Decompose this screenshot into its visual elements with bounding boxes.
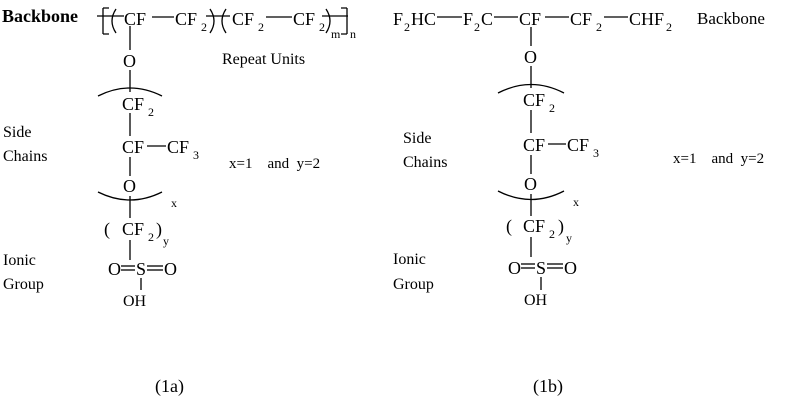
ether-o-1a: O xyxy=(123,51,136,71)
f2c-c: C xyxy=(481,9,493,29)
xy-text-1b: x=1 and y=2 xyxy=(673,151,764,167)
sulfonyl-o-right-1a: O xyxy=(164,259,177,279)
paren-right-2 xyxy=(325,8,331,34)
ether-o-1b: O xyxy=(524,47,537,67)
subscript-x-1b: x xyxy=(573,195,579,209)
ionic-label-1a: Ionic xyxy=(3,252,36,269)
chains-label-1a: Chains xyxy=(3,148,47,165)
backbone-label-1b: Backbone xyxy=(697,9,765,28)
sulfur-1b: S xyxy=(536,258,546,278)
paren-left-1 xyxy=(111,8,117,34)
f2c-sub: 2 xyxy=(474,20,480,34)
terminal-f-left-sub: 2 xyxy=(404,20,410,34)
outer-bracket-left xyxy=(102,7,109,35)
terminal-hc-left: HC xyxy=(411,9,436,29)
terminal-f-left: F xyxy=(393,9,403,29)
sidechain-cf2-1a: CF xyxy=(122,94,144,114)
f2c-f: F xyxy=(463,9,473,29)
ether-o2-1a: O xyxy=(123,176,136,196)
outer-bracket-right xyxy=(341,7,348,35)
group-label-1b: Group xyxy=(393,276,434,293)
subscript-n: n xyxy=(350,27,356,41)
group-label-1a: Group xyxy=(3,276,44,293)
paren-right-1 xyxy=(209,8,215,34)
cf2-y-1b: CF xyxy=(523,216,545,236)
arc-upper-1a xyxy=(97,87,163,97)
arc-upper-1b xyxy=(497,83,565,94)
backbone-cf-1b: CF xyxy=(519,9,541,29)
subscript-m: m xyxy=(331,27,341,41)
paren-close-y-1a: ) xyxy=(156,219,162,240)
xy-text-1a: x=1 and y=2 xyxy=(229,156,320,172)
hydroxyl-1a: OH xyxy=(123,293,147,310)
ether-o2-1b: O xyxy=(524,174,537,194)
paren-open-y-1a: ( xyxy=(104,219,110,240)
ionic-label-1b: Ionic xyxy=(393,251,426,268)
hydroxyl-1b: OH xyxy=(524,292,548,309)
cf3-sub-1a: 3 xyxy=(193,148,199,162)
subscript-y-1a: y xyxy=(163,234,169,248)
sidechain-cf-1b: CF xyxy=(523,135,545,155)
terminal-chf-right-sub: 2 xyxy=(666,20,672,34)
paren-left-2 xyxy=(221,8,227,34)
sulfonyl-o-left-1b: O xyxy=(508,258,521,278)
side-label-1b: Side xyxy=(403,130,431,147)
subscript-y-1b: y xyxy=(566,231,572,245)
sidechain-cf2-sub-1b: 2 xyxy=(549,101,555,115)
backbone-label-1a: Backbone xyxy=(2,6,78,26)
sidechain-cf2-1b: CF xyxy=(523,90,545,110)
sulfonyl-o-right-1b: O xyxy=(564,258,577,278)
subscript-x-1a: x xyxy=(171,196,177,210)
backbone-cf2-c: CF xyxy=(293,9,315,29)
backbone-cf2-a: CF xyxy=(175,9,197,29)
side-label-1a: Side xyxy=(3,124,31,141)
repeat-units-label: Repeat Units xyxy=(222,51,305,68)
caption-1b: (1b) xyxy=(533,376,563,397)
cf2-y-sub-1b: 2 xyxy=(549,227,555,241)
sulfonyl-o-left-1a: O xyxy=(108,259,121,279)
cf2-y-1a: CF xyxy=(122,219,144,239)
paren-open-y-1b: ( xyxy=(506,216,512,237)
panel-1a: Backbone CF CF 2 CF 2 CF 2 m n O Repeat … xyxy=(2,6,356,397)
sub2-a: 2 xyxy=(201,20,207,34)
cf3-sub-1b: 3 xyxy=(593,146,599,160)
backbone-cf2-b: CF xyxy=(232,9,254,29)
cf3-group-1a: CF xyxy=(167,137,189,157)
cf3-group-1b: CF xyxy=(567,135,589,155)
sub2-b: 2 xyxy=(258,20,264,34)
sidechain-cf-1a: CF xyxy=(122,137,144,157)
paren-close-y-1b: ) xyxy=(558,216,564,237)
panel-1b: F 2 HC F 2 C CF CF 2 CHF 2 Backbone O CF… xyxy=(393,9,765,397)
caption-1a: (1a) xyxy=(155,376,184,397)
cf2-y-sub-1a: 2 xyxy=(148,230,154,244)
sub2-c: 2 xyxy=(319,20,325,34)
chains-label-1b: Chains xyxy=(403,154,447,171)
terminal-chf-right: CHF xyxy=(629,9,664,29)
backbone-cf2-1b: CF xyxy=(570,9,592,29)
backbone-cf-1a: CF xyxy=(124,9,146,29)
sidechain-sub2-1a: 2 xyxy=(148,105,154,119)
sulfur-1a: S xyxy=(136,259,146,279)
backbone-cf2-sub-1b: 2 xyxy=(596,20,602,34)
